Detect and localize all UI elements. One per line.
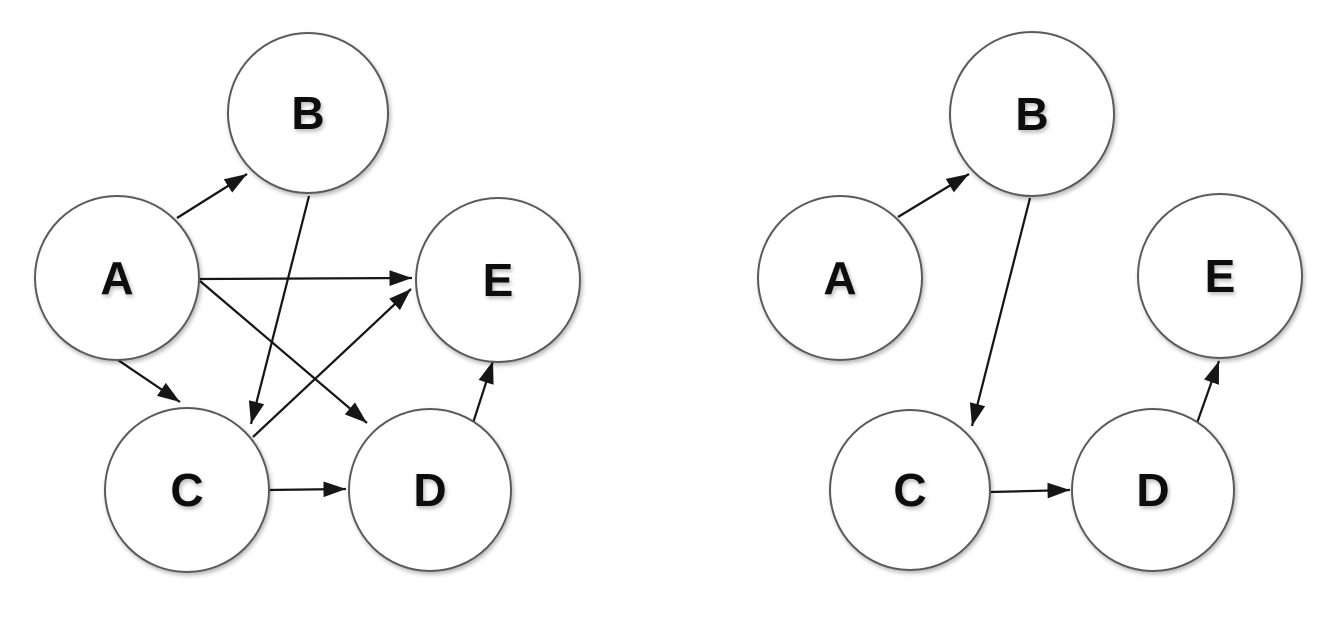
node-B-label: B: [291, 87, 324, 139]
node-E-right: [1137, 193, 1303, 359]
edge-C-to-D: [267, 481, 347, 498]
edge-C-to-E: [252, 288, 412, 438]
node-D-left: [348, 408, 512, 572]
node-A-label: A: [100, 252, 133, 304]
edge-B-to-C: [248, 195, 311, 425]
node-C-label: C: [893, 464, 926, 516]
edge-A-to-B: [897, 173, 970, 218]
node-D-label: D: [1136, 464, 1169, 516]
edge-A-to-B: [176, 173, 248, 219]
edge-D-to-E: [471, 360, 495, 424]
edge-C-to-D: [989, 482, 1071, 499]
node-E-left: [415, 197, 581, 363]
edge-B-to-C: [969, 197, 1032, 427]
node-D-label: D: [413, 464, 446, 516]
right-graph: A B C D E: [757, 31, 1303, 572]
node-D-right: [1071, 408, 1235, 572]
edge-D-to-E: [1195, 360, 1221, 424]
edge-A-to-C: [117, 359, 181, 403]
node-B-right: [949, 31, 1115, 197]
left-graph: A B C D E: [34, 32, 581, 573]
node-A-right: [757, 195, 923, 361]
node-B-label: B: [1015, 88, 1048, 140]
node-B-left: [227, 32, 389, 194]
node-A-label: A: [823, 252, 856, 304]
node-C-left: [104, 407, 270, 573]
node-C-right: [829, 409, 991, 571]
node-E-label: E: [483, 254, 514, 306]
node-E-label: E: [1205, 250, 1236, 302]
edge-A-to-E: [199, 270, 413, 286]
edge-A-to-D: [199, 280, 368, 424]
node-A-left: [34, 195, 200, 361]
node-C-label: C: [170, 464, 203, 516]
